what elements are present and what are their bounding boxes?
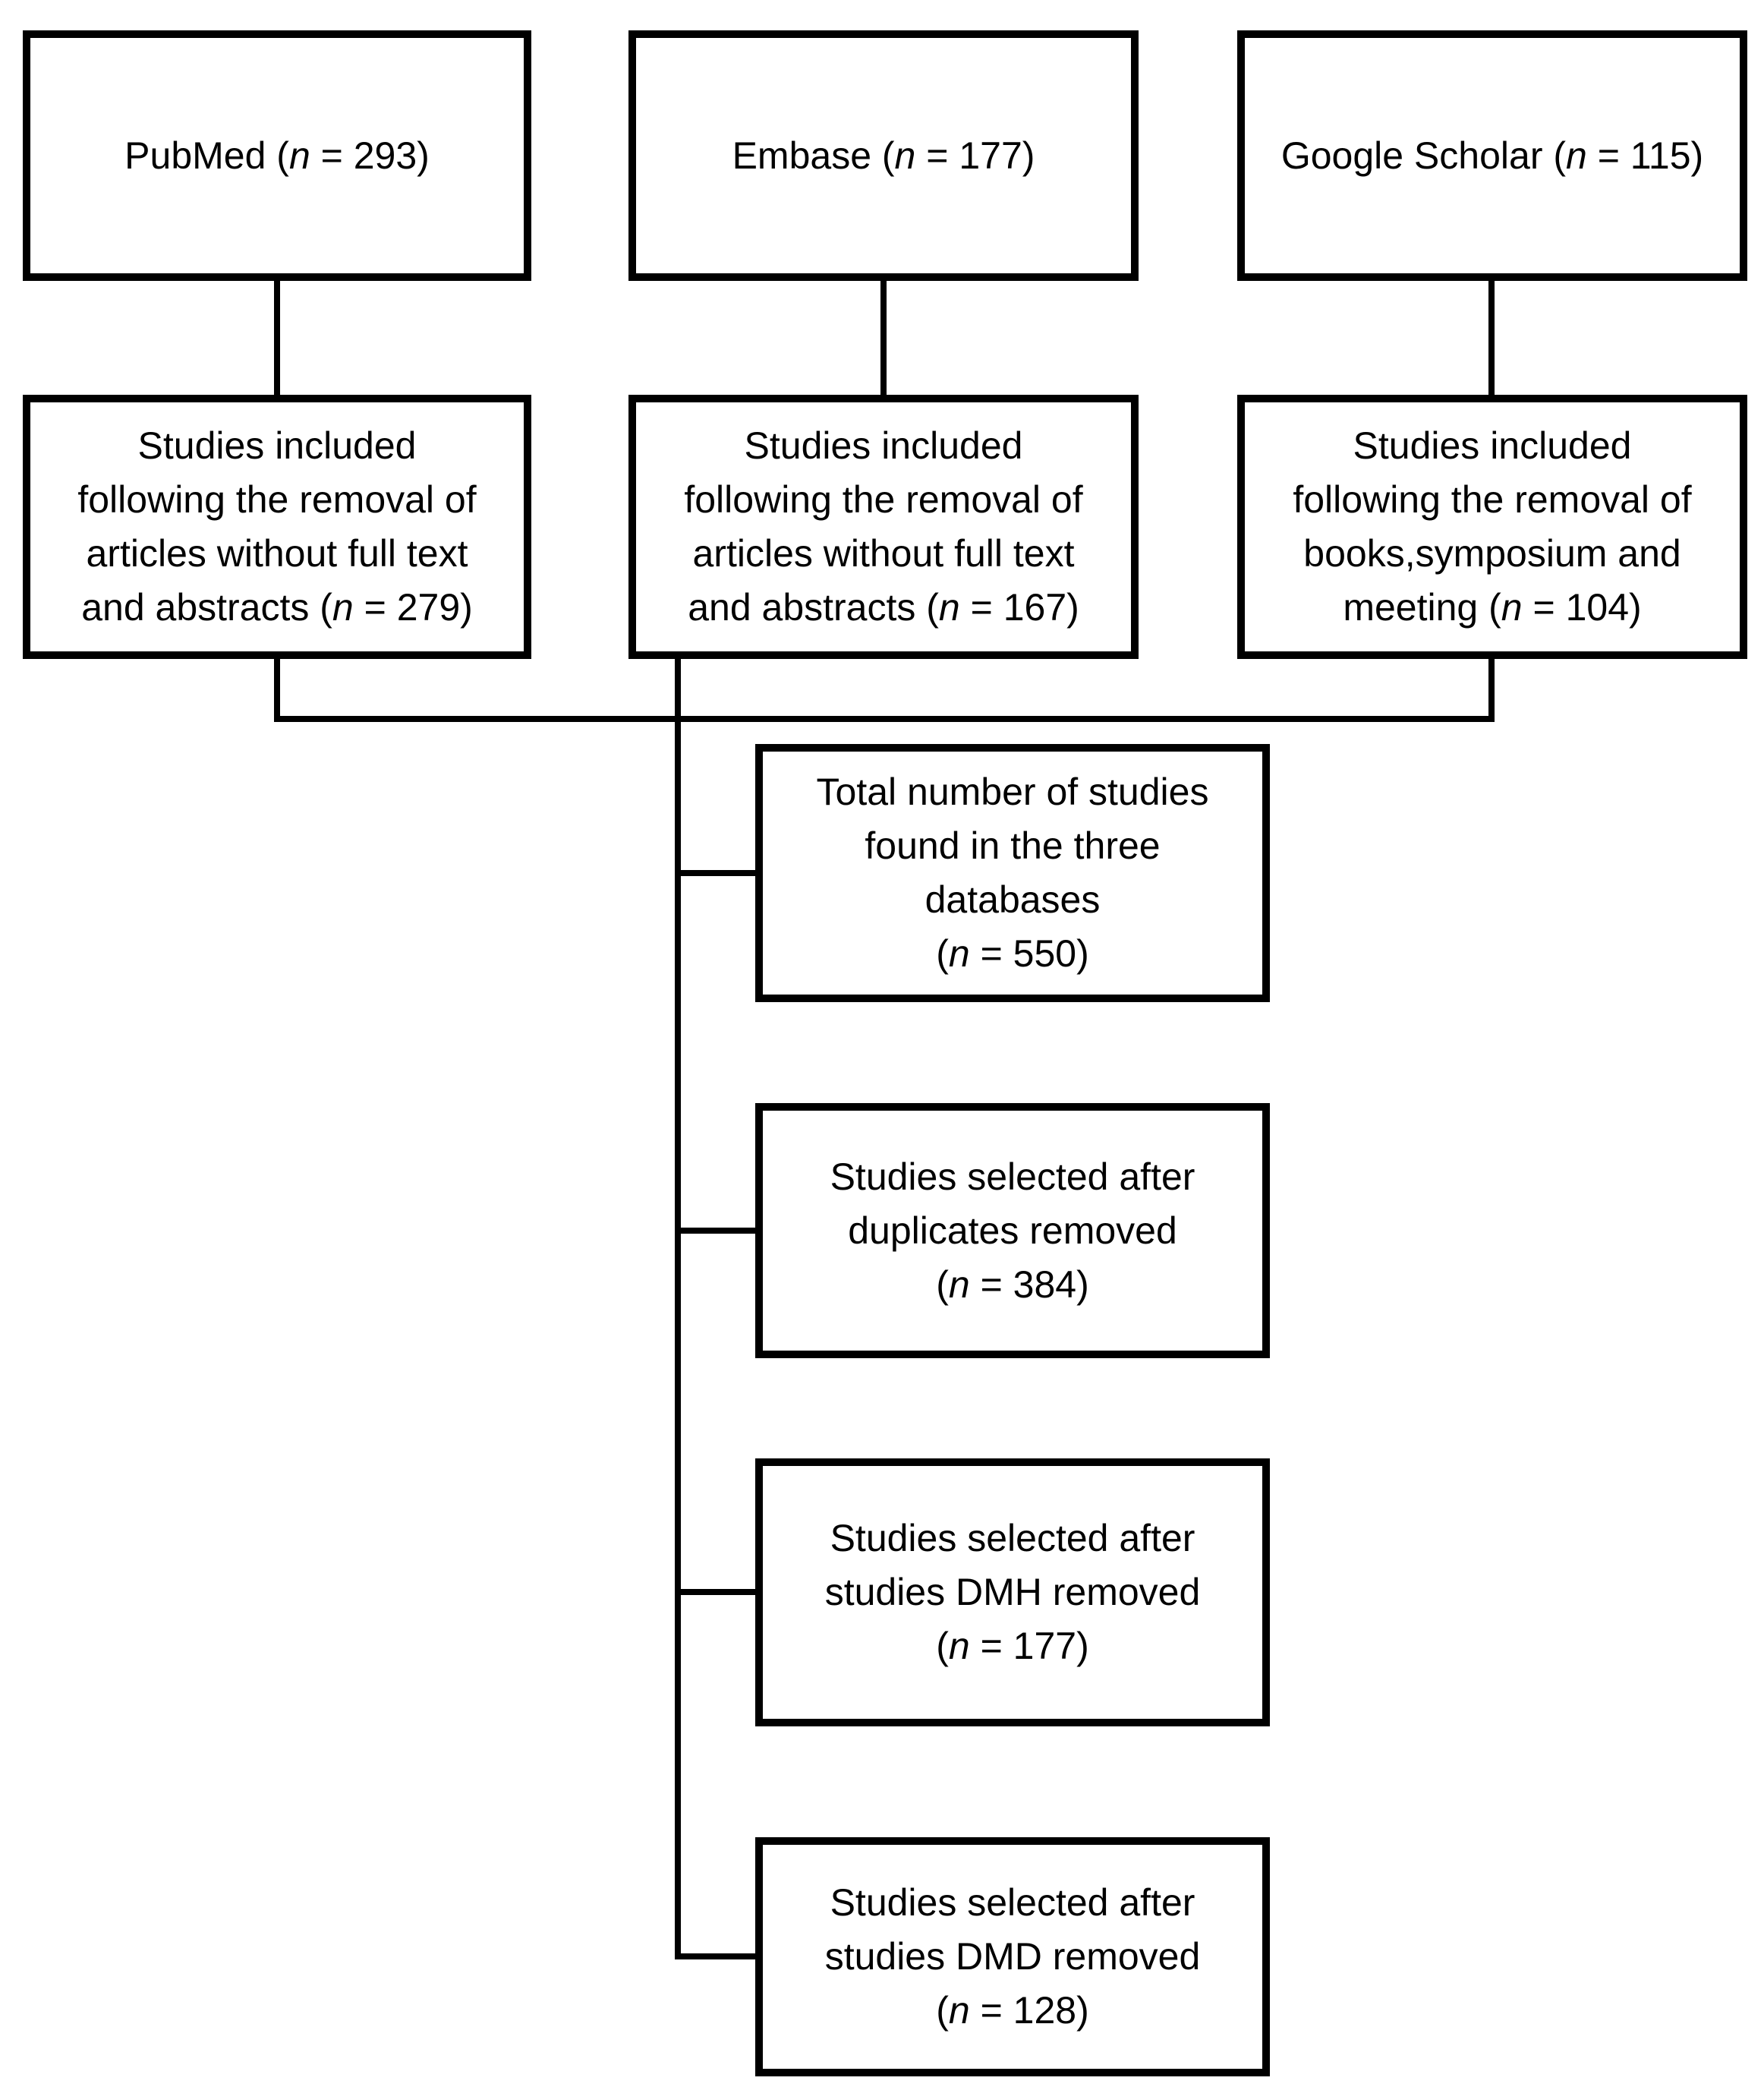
- box-after-dmh-removed: Studies selected after studies DMH remov…: [755, 1458, 1270, 1726]
- connector-pubmed-filtered-down-line: [274, 654, 280, 722]
- box-label: databases: [925, 878, 1101, 921]
- box-google-scholar-filtered: Studies included following the removal o…: [1237, 395, 1747, 659]
- box-label: Studies selected after: [830, 1517, 1195, 1559]
- box-label: studies DMD removed: [824, 1935, 1201, 1978]
- box-label: and abstracts (n = 279): [81, 586, 473, 629]
- box-label: Studies included: [137, 424, 417, 467]
- box-label: articles without full text: [86, 532, 468, 575]
- box-label: studies DMH removed: [824, 1571, 1201, 1613]
- connector-stub-after-dmh: [675, 1589, 755, 1595]
- box-label: and abstracts (n = 167): [688, 586, 1079, 629]
- box-label: (n = 550): [936, 932, 1089, 975]
- box-label: Total number of studies: [816, 771, 1209, 813]
- box-label: following the removal of: [1293, 478, 1692, 521]
- connector-embase-down-line: [880, 277, 887, 399]
- box-label: found in the three: [865, 824, 1161, 867]
- connector-pubmed-down-line: [274, 277, 280, 399]
- box-label: following the removal of: [684, 478, 1083, 521]
- box-label: Google Scholar (n = 115): [1280, 134, 1704, 177]
- connector-spine-line: [675, 654, 681, 1959]
- box-label: Studies selected after: [830, 1881, 1195, 1924]
- box-label: following the removal of: [77, 478, 477, 521]
- box-label: Studies included: [744, 424, 1023, 467]
- box-label: duplicates removed: [848, 1209, 1177, 1252]
- box-label: Studies included: [1353, 424, 1632, 467]
- connector-google-scholar-filtered-down-line: [1488, 654, 1495, 722]
- box-label: (n = 177): [936, 1625, 1089, 1667]
- connector-stub-after-dmd: [675, 1953, 755, 1959]
- box-label: (n = 384): [936, 1263, 1089, 1306]
- connector-stub-after-duplicates: [675, 1228, 755, 1234]
- box-label: Embase (n = 177): [732, 134, 1035, 177]
- box-label: articles without full text: [692, 532, 1075, 575]
- connector-gathering-line: [274, 716, 1495, 722]
- box-label: PubMed (n = 293): [124, 134, 430, 177]
- box-total-studies: Total number of studies found in the thr…: [755, 744, 1270, 1002]
- box-after-duplicates-removed: Studies selected after duplicates remove…: [755, 1103, 1270, 1358]
- connector-stub-total-studies: [675, 870, 755, 876]
- box-google-scholar-source: Google Scholar (n = 115): [1237, 30, 1747, 281]
- box-label: (n = 128): [936, 1989, 1089, 2032]
- box-pubmed-source: PubMed (n = 293): [23, 30, 531, 281]
- box-label: Studies selected after: [830, 1155, 1195, 1198]
- box-pubmed-filtered: Studies included following the removal o…: [23, 395, 531, 659]
- box-label: meeting (n = 104): [1343, 586, 1642, 629]
- connector-google-scholar-down-line: [1488, 277, 1495, 399]
- box-after-dmd-removed: Studies selected after studies DMD remov…: [755, 1837, 1270, 2076]
- box-label: books,symposium and: [1303, 532, 1681, 575]
- box-embase-filtered: Studies included following the removal o…: [628, 395, 1139, 659]
- box-embase-source: Embase (n = 177): [628, 30, 1139, 281]
